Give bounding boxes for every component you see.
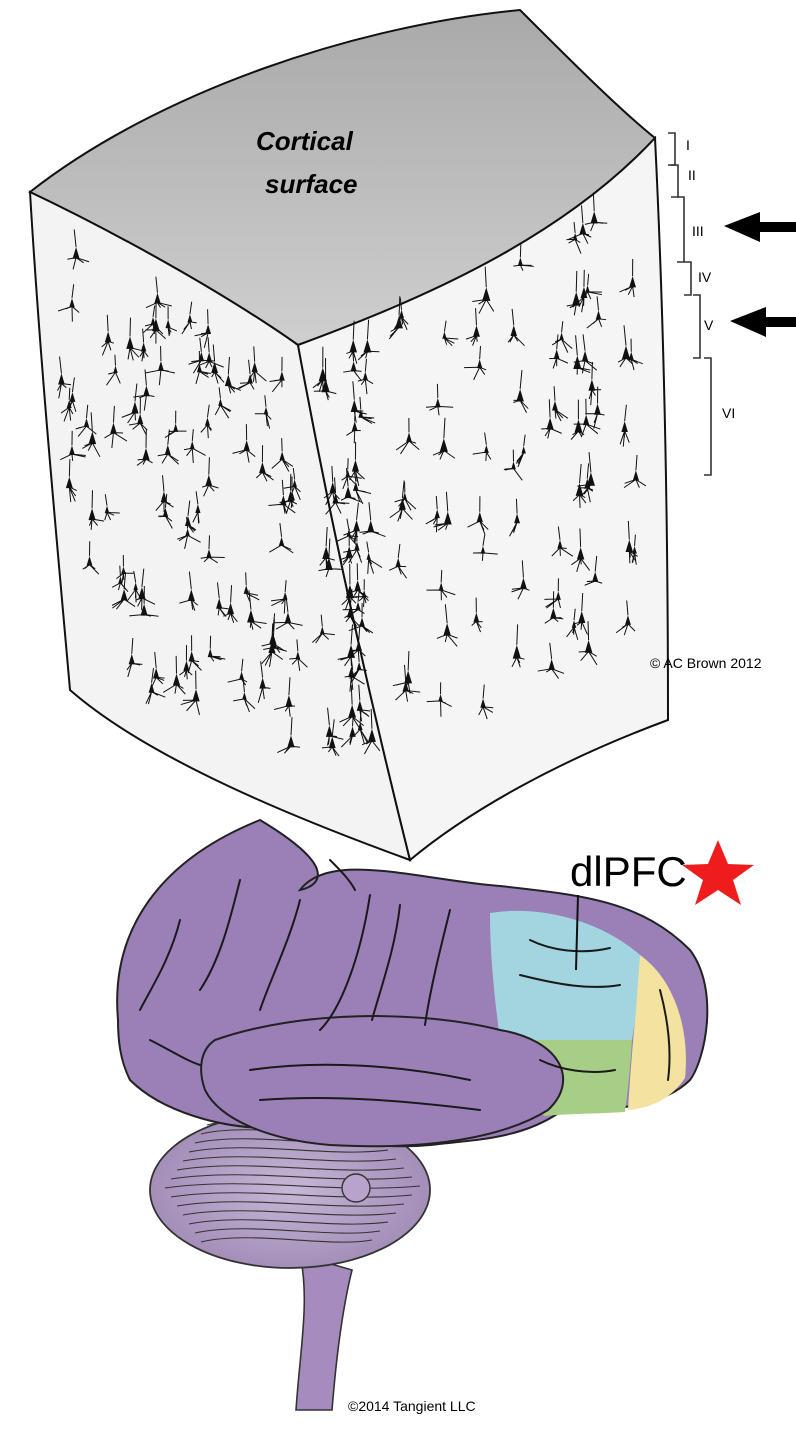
brain-copyright: ©2014 Tangient LLC bbox=[348, 1398, 476, 1414]
red-star-icon bbox=[682, 840, 754, 905]
cortical-surface-label-line2: surface bbox=[265, 169, 358, 199]
temporal-lobe bbox=[201, 1016, 563, 1146]
cortex-copyright: © AC Brown 2012 bbox=[650, 655, 762, 671]
bracket-layer-I bbox=[668, 133, 675, 165]
brain-lateral-view bbox=[117, 820, 707, 1410]
bracket-layer-VI bbox=[704, 358, 711, 475]
cortical-surface-label-line1: Cortical bbox=[256, 126, 354, 156]
bracket-layer-IV bbox=[684, 262, 691, 295]
pons bbox=[342, 1174, 370, 1202]
layer-label-IV: IV bbox=[698, 269, 712, 285]
layer-label-II: II bbox=[688, 167, 696, 183]
arrow-layer-V-icon bbox=[730, 307, 796, 337]
bracket-layer-II bbox=[671, 165, 678, 197]
layer-brackets bbox=[668, 133, 711, 475]
brainstem bbox=[296, 1255, 352, 1410]
layer-label-I: I bbox=[686, 137, 690, 153]
bracket-layer-V bbox=[693, 295, 700, 358]
layer-label-III: III bbox=[692, 223, 704, 239]
bracket-layer-III bbox=[677, 197, 684, 262]
layer-label-VI: VI bbox=[722, 405, 735, 421]
arrow-layer-III-icon bbox=[724, 212, 796, 242]
layer-label-V: V bbox=[704, 317, 714, 333]
cortical-block: Cortical surface I II III IV V VI © AC B… bbox=[30, 10, 796, 860]
dlpfc-label: dlPFC bbox=[570, 848, 687, 895]
